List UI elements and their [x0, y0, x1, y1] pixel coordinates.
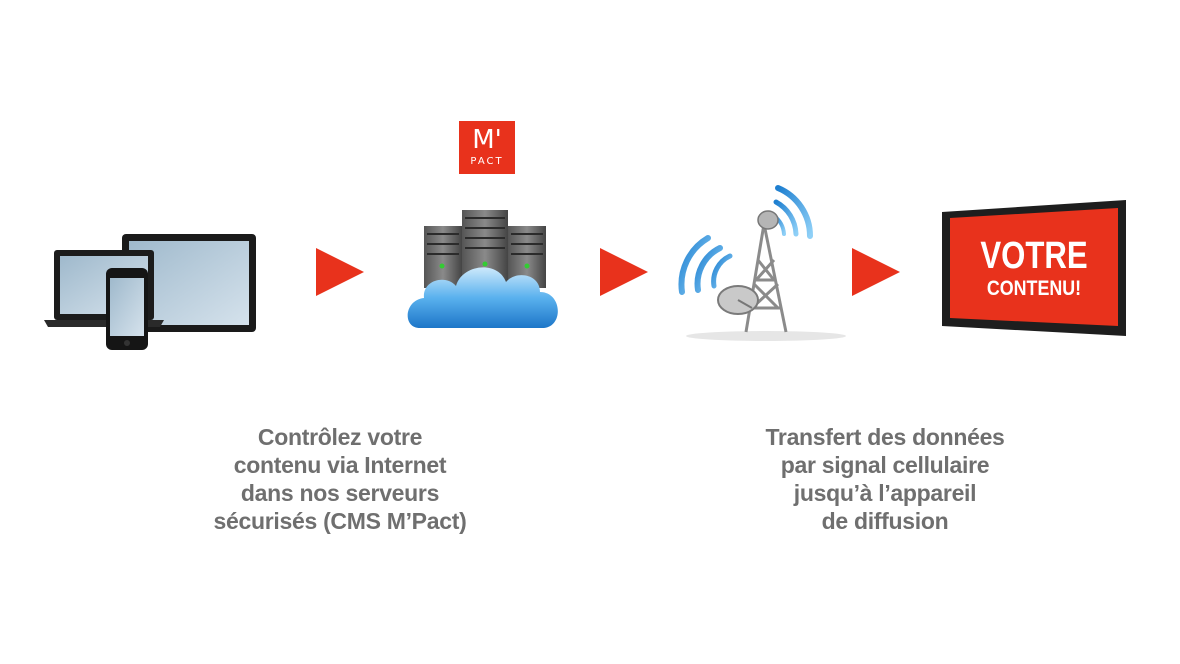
cell-tower-icon — [678, 180, 850, 342]
caption-line: par signal cellulaire — [780, 452, 990, 478]
caption-left: Contrôlez votre contenu via Internet dan… — [190, 423, 490, 535]
screen-line-2: CONTENU! — [986, 277, 1082, 300]
arrow-right-icon — [316, 248, 364, 296]
arrow-right-icon — [600, 248, 648, 296]
caption-line: jusqu’à l’appareil — [793, 480, 977, 506]
display-screen-icon: VOTRE CONTENU! — [940, 200, 1128, 336]
server-cloud-icon — [406, 208, 562, 332]
caption-line: sécurisés (CMS M’Pact) — [213, 508, 467, 534]
caption-line: contenu via Internet — [233, 452, 447, 478]
devices-icon — [44, 232, 258, 354]
arrow-right-icon — [852, 248, 900, 296]
caption-line: Transfert des données — [765, 424, 1005, 450]
logo-text: PACT — [470, 156, 504, 167]
caption-line: Contrôlez votre — [257, 424, 423, 450]
screen-line-1: VOTRE — [980, 235, 1088, 277]
caption-right: Transfert des données par signal cellula… — [730, 423, 1040, 535]
caption-line: dans nos serveurs — [240, 480, 440, 506]
caption-line: de diffusion — [821, 508, 949, 534]
logo-mark: M' — [472, 125, 502, 155]
mpact-logo: M' PACT — [459, 121, 515, 174]
